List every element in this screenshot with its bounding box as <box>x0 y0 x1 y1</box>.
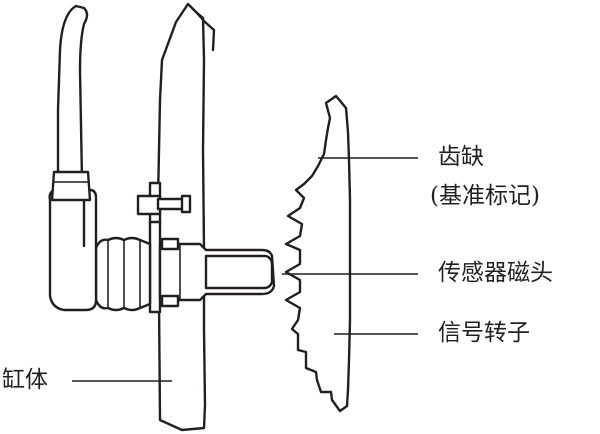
cylinder-block-top-edge <box>194 10 216 52</box>
cable-grommet <box>50 170 92 202</box>
label-cylinder-block: 缸体 <box>2 367 48 393</box>
bracket-plate <box>148 220 162 314</box>
signal-rotor <box>284 94 352 413</box>
label-reference-mark: (基准标记) <box>430 183 540 209</box>
bolt-head <box>136 194 162 216</box>
connector-housing <box>48 188 98 312</box>
label-tooth-gap: 齿缺 <box>438 144 484 170</box>
sensor-nut-top <box>160 237 180 251</box>
sensor-cable <box>56 4 89 182</box>
label-sensor-head: 传感器磁头 <box>438 260 553 286</box>
rubber-boot <box>94 236 152 312</box>
sensor-nut-bottom <box>160 294 180 308</box>
sensor-magnetic-head <box>204 254 274 290</box>
cylinder-block <box>156 2 207 432</box>
bolt-nut <box>180 194 192 214</box>
label-signal-rotor: 信号转子 <box>438 320 530 346</box>
